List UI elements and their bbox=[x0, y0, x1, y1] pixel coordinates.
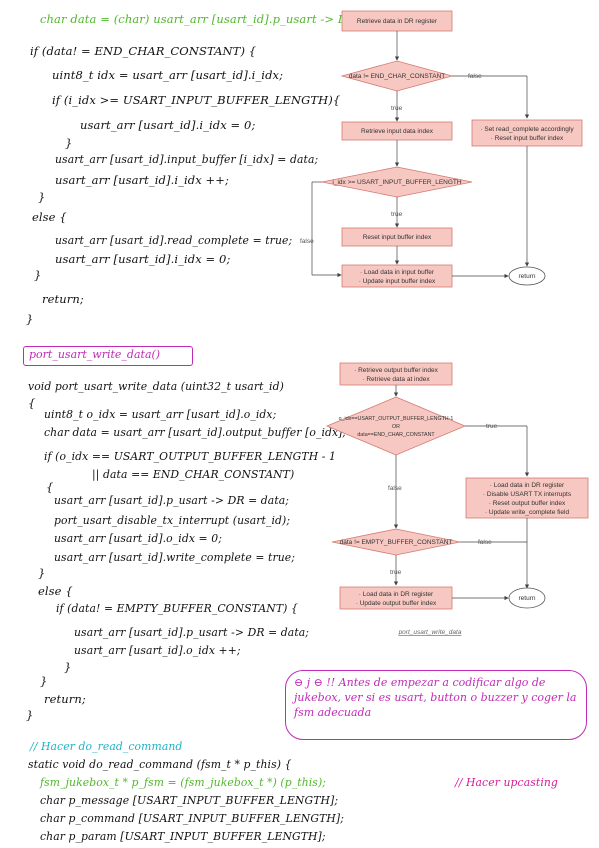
decision-label: data != EMPTY_BUFFER_CONSTANT bbox=[340, 539, 453, 546]
process-label: · Update output buffer index bbox=[356, 600, 437, 607]
process-label: · Retrieve output buffer index bbox=[354, 367, 438, 374]
code-line: if (i_idx >= USART_INPUT_BUFFER_LENGTH){ bbox=[52, 93, 341, 107]
code-comment: // Hacer upcasting bbox=[455, 776, 558, 789]
decision-label: i_idx >= USART_INPUT_BUFFER_LENGTH bbox=[332, 179, 461, 186]
code-line: char data = (char) usart_arr [usart_id].… bbox=[40, 12, 360, 26]
process-label: Reset input buffer index bbox=[363, 234, 432, 241]
process-box bbox=[471, 119, 583, 147]
decision-label: data != END_CHAR_CONSTANT bbox=[349, 73, 446, 80]
code-line: || data == END_CHAR_CONSTANT) bbox=[92, 468, 295, 481]
process-label: · Load data in input buffer bbox=[360, 269, 435, 276]
code-line: } bbox=[65, 136, 73, 150]
process-label: · Retrieve data at index bbox=[362, 376, 430, 383]
code-line: else { bbox=[38, 584, 73, 598]
edge-label: false bbox=[468, 73, 482, 80]
note-text: ⊖ j ⊖ !! Antes de empezar a codificar al… bbox=[294, 676, 577, 719]
code-line: usart_arr [usart_id].o_idx ++; bbox=[74, 644, 241, 657]
code-line: usart_arr [usart_id].i_idx = 0; bbox=[80, 118, 256, 132]
section-header-box: port_usart_write_data() bbox=[23, 346, 193, 366]
return-terminal bbox=[508, 587, 546, 609]
code-line: usart_arr [usart_id].i_idx = 0; bbox=[55, 252, 231, 266]
code-line: } bbox=[64, 660, 72, 674]
process-label: · Disable USART TX interrupts bbox=[483, 491, 572, 498]
code-line: usart_arr [usart_id].o_idx = 0; bbox=[54, 532, 222, 545]
terminal-label: return bbox=[519, 595, 536, 602]
code-line: usart_arr [usart_id].input_buffer [i_idx… bbox=[55, 153, 319, 166]
code-line: return; bbox=[42, 292, 84, 306]
code-line: usart_arr [usart_id].p_usart -> DR = dat… bbox=[54, 494, 290, 507]
code-line: void port_usart_write_data (uint32_t usa… bbox=[28, 380, 284, 393]
section-header: port_usart_write_data() bbox=[29, 348, 161, 361]
decision-label: data==END_CHAR_CONSTANT bbox=[357, 432, 435, 438]
code-line: usart_arr [usart_id].p_usart -> DR = dat… bbox=[74, 626, 310, 639]
code-line: if (data! = EMPTY_BUFFER_CONSTANT) { bbox=[56, 602, 298, 615]
code-line: } bbox=[26, 312, 34, 326]
process-label: · Reset output buffer index bbox=[489, 500, 566, 507]
edge-label: false bbox=[388, 485, 402, 492]
edge-label: true bbox=[390, 569, 402, 576]
code-line: char p_command [USART_INPUT_BUFFER_LENGT… bbox=[40, 812, 344, 825]
code-line: { bbox=[28, 396, 36, 410]
flowchart-caption: port_usart_write_data bbox=[398, 629, 462, 636]
process-label: · Load data in DR register bbox=[359, 591, 434, 598]
return-terminal bbox=[508, 266, 546, 286]
code-line: } bbox=[26, 708, 34, 722]
edge-label: true bbox=[486, 423, 498, 430]
code-line: else { bbox=[32, 210, 67, 224]
code-line: uint8_t o_idx = usart_arr [usart_id].o_i… bbox=[44, 408, 277, 421]
code-line: { bbox=[46, 480, 54, 494]
process-label: · Set read_complete accordingly bbox=[480, 126, 574, 133]
process-label: · Reset input buffer index bbox=[491, 135, 564, 142]
code-line: uint8_t idx = usart_arr [usart_id].i_idx… bbox=[52, 68, 284, 82]
code-line: char p_param [USART_INPUT_BUFFER_LENGTH]… bbox=[40, 830, 326, 843]
edge-label: false bbox=[300, 238, 314, 245]
code-line: } bbox=[40, 674, 48, 688]
decision-label: OR bbox=[392, 424, 400, 430]
code-line: static void do_read_command (fsm_t * p_t… bbox=[28, 758, 292, 771]
decision-label: o_idx==USART_OUTPUT_BUFFER_LENGTH-1 bbox=[339, 416, 454, 422]
edge-label: false bbox=[478, 539, 492, 546]
process-label: Retrieve input data index bbox=[361, 128, 434, 135]
code-line: usart_arr [usart_id].read_complete = tru… bbox=[55, 234, 293, 247]
code-line: usart_arr [usart_id].write_complete = tr… bbox=[54, 551, 296, 564]
process-label: Retrieve data in DR register bbox=[357, 18, 438, 25]
code-line: if (o_idx == USART_OUTPUT_BUFFER_LENGTH … bbox=[44, 450, 337, 463]
code-line: fsm_jukebox_t * p_fsm = (fsm_jukebox_t *… bbox=[40, 776, 326, 789]
flowchart-2: · Retrieve output buffer index · Retriev… bbox=[325, 362, 589, 636]
process-box bbox=[465, 477, 589, 519]
code-line: } bbox=[38, 566, 46, 580]
code-line: usart_arr [usart_id].i_idx ++; bbox=[55, 173, 229, 187]
edge-label: true bbox=[391, 105, 403, 112]
process-label: · Load data in DR register bbox=[490, 482, 565, 489]
handwritten-note: ⊖ j ⊖ !! Antes de empezar a codificar al… bbox=[285, 670, 587, 740]
code-line: char data = usart_arr [usart_id].output_… bbox=[44, 426, 347, 439]
code-line: char p_message [USART_INPUT_BUFFER_LENGT… bbox=[40, 794, 339, 807]
code-comment: // Hacer do_read_command bbox=[30, 740, 183, 753]
process-label: · Update write_complete field bbox=[485, 509, 570, 516]
code-line: } bbox=[38, 190, 46, 204]
process-label: · Update input buffer index bbox=[359, 278, 436, 285]
edge-label: true bbox=[391, 211, 403, 218]
code-line: if (data! = END_CHAR_CONSTANT) { bbox=[30, 44, 257, 58]
flowchart-1: Retrieve data in DR register data != END… bbox=[300, 10, 583, 288]
code-line: } bbox=[34, 268, 42, 282]
code-line: return; bbox=[44, 692, 86, 706]
terminal-label: return bbox=[519, 273, 536, 280]
code-line: port_usart_disable_tx_interrupt (usart_i… bbox=[54, 514, 291, 527]
